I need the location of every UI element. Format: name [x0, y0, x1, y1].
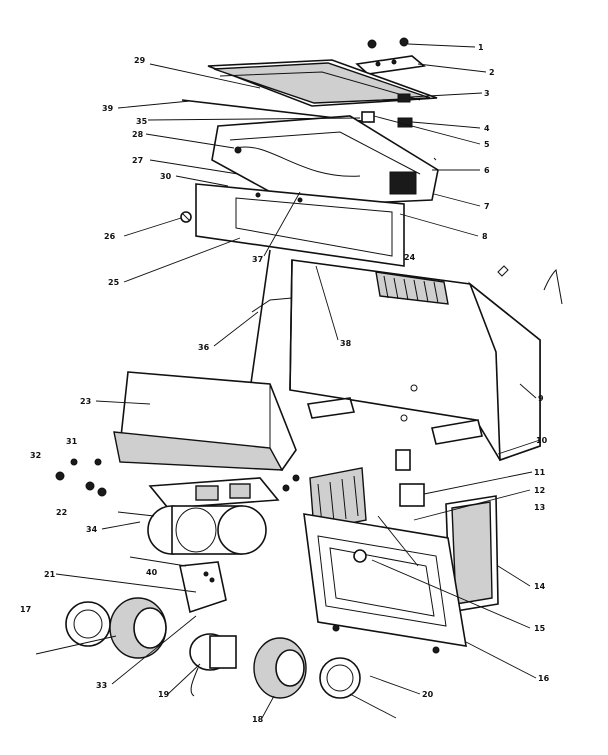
- callout-17: 17: [20, 605, 31, 614]
- callout-28: 28: [132, 130, 144, 139]
- callout-34: 34: [86, 525, 98, 534]
- front-panel-part: [195, 183, 405, 267]
- deflector-part: [113, 371, 297, 471]
- callout-32: 32: [30, 451, 41, 460]
- callout-35: 35: [136, 117, 148, 126]
- blower-ring-right-part: [319, 657, 361, 699]
- callout-24: 24: [404, 253, 416, 262]
- callout-3: 3: [484, 89, 490, 98]
- blower-wheel-right-part: [253, 637, 307, 699]
- control-plate-part: [355, 55, 426, 75]
- callout-15: 15: [534, 624, 546, 633]
- callout-labels: 1 2 3 4 5 6 7 8 9 10 11 12 13 14 15 16 1…: [20, 43, 550, 724]
- callout-11: 11: [534, 468, 546, 477]
- callout-40: 40: [146, 568, 158, 577]
- knob-part: [367, 37, 409, 49]
- callout-6: 6: [484, 166, 490, 175]
- callout-10: 10: [536, 436, 548, 445]
- callout-23: 23: [80, 397, 91, 406]
- callout-2: 2: [489, 68, 495, 77]
- callout-38: 38: [340, 339, 352, 348]
- callout-31: 31: [66, 437, 78, 446]
- screw-part: [180, 211, 192, 223]
- callout-4: 4: [484, 124, 490, 133]
- door-panel-part: [303, 513, 467, 654]
- blower-ring-part: [65, 601, 111, 647]
- spring-clip-part: [497, 265, 563, 305]
- motor-part: [189, 633, 237, 697]
- cabinet-part: [249, 249, 541, 462]
- callout-5: 5: [484, 140, 490, 149]
- callout-14: 14: [534, 582, 546, 591]
- callout-20: 20: [422, 690, 434, 699]
- callout-1: 1: [478, 43, 484, 52]
- callout-19: 19: [158, 690, 170, 699]
- callout-26: 26: [104, 232, 116, 241]
- callout-27: 27: [132, 156, 143, 165]
- leader-lines: [35, 43, 541, 719]
- callout-25: 25: [108, 278, 120, 287]
- callout-13: 13: [534, 503, 545, 512]
- callout-9: 9: [538, 394, 544, 403]
- callout-22: 22: [56, 508, 67, 517]
- callout-21: 21: [44, 570, 56, 579]
- callout-7: 7: [484, 202, 490, 211]
- callout-29: 29: [134, 56, 146, 65]
- blower-housing-part: [147, 477, 280, 555]
- switch-part: [361, 93, 413, 128]
- vent-grille: [375, 271, 449, 305]
- callout-33: 33: [96, 681, 107, 690]
- callout-12: 12: [534, 486, 545, 495]
- filter-part: [309, 467, 367, 531]
- callout-36: 36: [198, 343, 210, 352]
- bracket-part: [179, 561, 227, 614]
- control-housing-part: [211, 115, 439, 207]
- callout-16: 16: [538, 674, 550, 683]
- callout-37: 37: [252, 255, 263, 264]
- top-trim-strip-part: [207, 59, 438, 107]
- filter-frame-part: [445, 495, 499, 613]
- callout-8: 8: [482, 232, 488, 241]
- light-switch-part: [395, 449, 425, 507]
- callout-18: 18: [252, 715, 264, 724]
- callout-30: 30: [160, 172, 172, 181]
- callout-39: 39: [102, 104, 114, 113]
- fastener-part: [55, 458, 300, 497]
- blower-wheel-left-part: [109, 597, 167, 659]
